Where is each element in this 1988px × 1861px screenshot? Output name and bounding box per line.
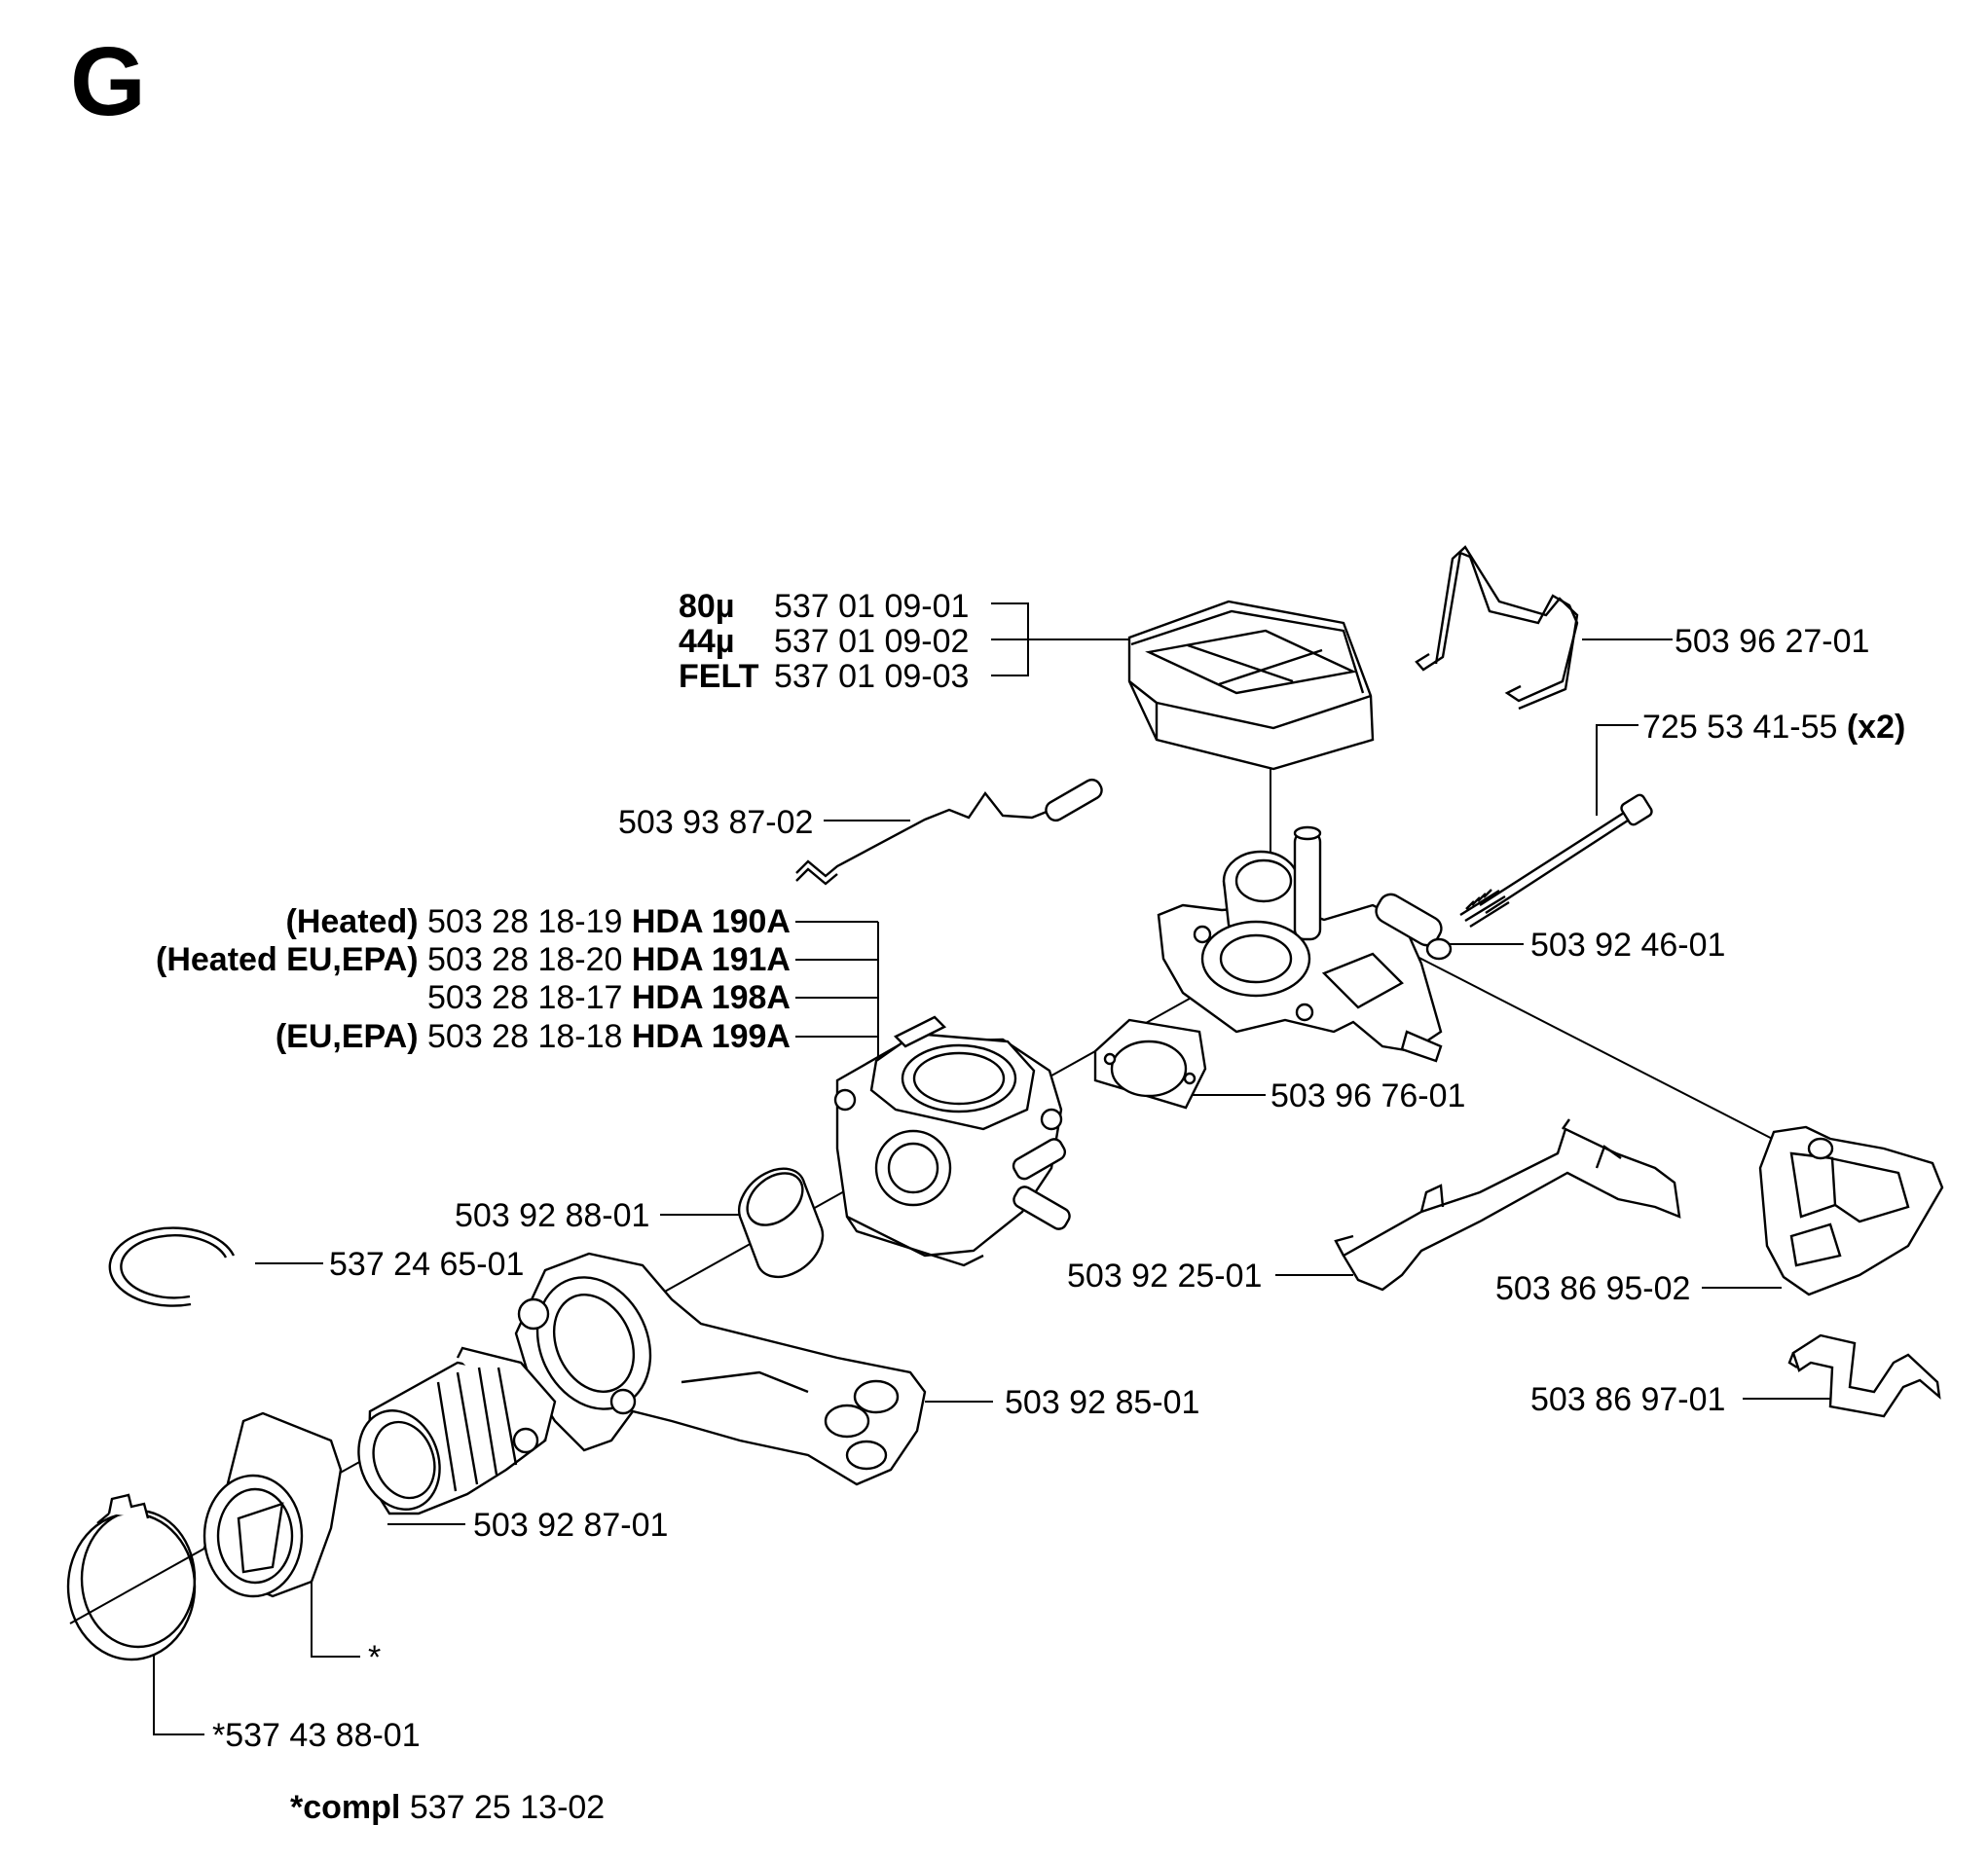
label-filter-80: 80µ <box>679 588 734 625</box>
manifold-drawing <box>514 1252 927 1486</box>
label-carb-eu: (EU,EPA) 503 28 18-18 HDA 199A <box>276 1018 791 1055</box>
label-filter-felt: FELT <box>679 658 759 695</box>
label-circlip: 537 24 65-01 <box>329 1246 524 1283</box>
label-carb-heated-eu: (Heated EU,EPA) 503 28 18-20 HDA 191A <box>156 941 791 978</box>
clamp-drawing <box>66 1493 197 1661</box>
label-compl: *compl 537 25 13-02 <box>290 1789 605 1826</box>
label-bracket: 503 86 97-01 <box>1530 1381 1725 1418</box>
ring-drawing <box>737 1167 825 1279</box>
label-filter-80-part: 537 01 09-01 <box>774 588 969 625</box>
flange-drawing <box>202 1411 343 1598</box>
label-bushing: 503 92 46-01 <box>1530 927 1725 964</box>
label-clamp: *537 43 88-01 <box>212 1717 421 1754</box>
air-filter-drawing <box>1127 600 1375 771</box>
circlip-drawing <box>108 1226 236 1307</box>
part-labels: 80µ 537 01 09-01 44µ 537 01 09-02 FELT 5… <box>156 588 1905 1826</box>
label-flange-star: * <box>368 1639 381 1676</box>
label-gasket: 503 96 76-01 <box>1270 1077 1465 1114</box>
intake-boot-drawing <box>357 1346 557 1515</box>
label-lever: 503 92 25-01 <box>1067 1258 1262 1295</box>
label-carb-std: 503 28 18-17 HDA 198A <box>427 979 791 1016</box>
carb-adapter-drawing <box>1157 825 1453 1063</box>
label-filter-felt-part: 537 01 09-03 <box>774 658 969 695</box>
section-letter: G <box>70 27 146 136</box>
label-screw: 725 53 41-55 (x2) <box>1642 709 1905 746</box>
lever-drawing <box>1334 1118 1681 1292</box>
label-carb-heated: (Heated) 503 28 18-19 HDA 190A <box>286 903 791 940</box>
label-choke-cover: 503 86 95-02 <box>1495 1270 1690 1307</box>
wire-rod-drawing <box>795 778 1103 886</box>
label-filter-44-part: 537 01 09-02 <box>774 623 969 660</box>
carburetor-drawing <box>833 1015 1071 1267</box>
bracket-drawing <box>1787 1333 1941 1418</box>
label-ring: 503 92 88-01 <box>455 1197 649 1234</box>
label-wire-rod: 503 93 87-02 <box>618 804 813 841</box>
label-intake-boot: 503 92 87-01 <box>473 1507 668 1544</box>
label-filter-44: 44µ <box>679 623 734 660</box>
label-clip-top: 503 96 27-01 <box>1675 623 1869 660</box>
label-manifold: 503 92 85-01 <box>1005 1384 1199 1421</box>
screw-drawing <box>1459 793 1653 929</box>
gasket-drawing <box>1093 1018 1207 1110</box>
choke-cover-drawing <box>1758 1125 1944 1296</box>
wire-clip-drawing <box>1415 545 1579 711</box>
